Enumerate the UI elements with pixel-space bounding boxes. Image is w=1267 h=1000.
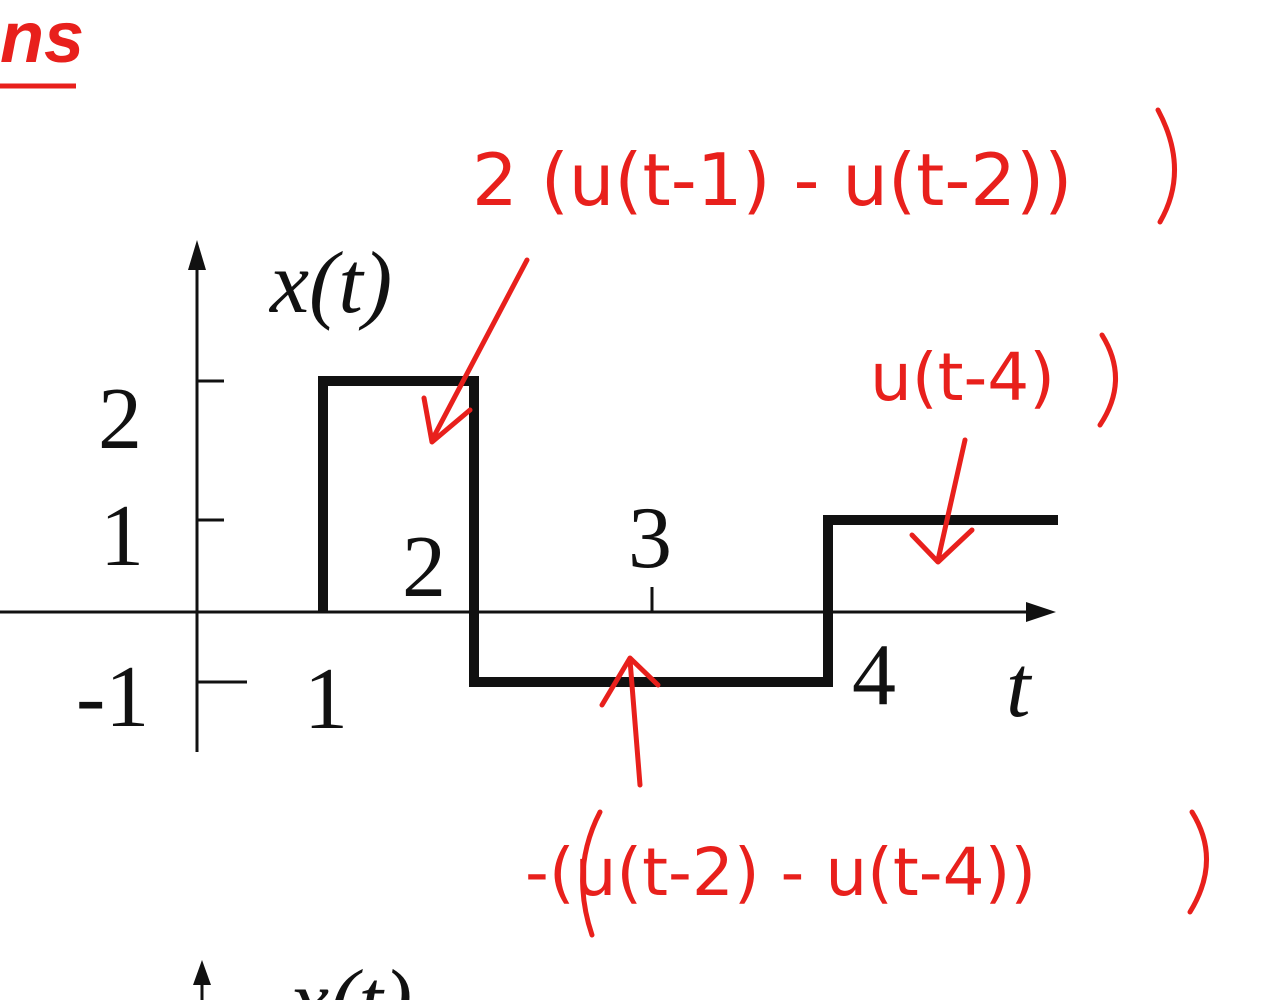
heading-fragment: ns	[0, 0, 84, 78]
y-axis-arrowhead	[188, 240, 206, 270]
second-chart-y-label: x(t)	[288, 953, 412, 1000]
x-tick-label-4: 4	[852, 627, 896, 724]
annotation-top-bracket	[1155, 107, 1177, 225]
signal-step-line	[318, 376, 1058, 687]
annotation-bottom: -(u(t-2) - u(t-4))	[525, 834, 1036, 911]
annotation-bottom-open-paren	[580, 809, 603, 938]
y-tick-label-1: 1	[100, 488, 144, 585]
annotation-bottom-bracket	[1187, 809, 1209, 915]
annotation-bottom-pointer	[599, 655, 661, 788]
annotation-right: u(t-4)	[870, 339, 1055, 416]
x-axis-arrowhead	[1026, 602, 1056, 622]
annotation-right-pointer	[909, 437, 975, 565]
x-tick-label-2: 2	[402, 519, 446, 616]
annotation-group	[421, 107, 1209, 938]
annotation-top-pointer	[421, 257, 530, 445]
annotation-top: 2 (u(t-1) - u(t-2))	[472, 138, 1072, 222]
x-tick-label-1: 1	[304, 651, 348, 748]
second-chart-y-arrowhead	[193, 960, 211, 985]
y-tick-label-neg1: -1	[76, 649, 149, 746]
annotation-right-bracket	[1097, 332, 1118, 428]
x-tick-label-3: 3	[628, 490, 672, 587]
y-tick-label-2: 2	[98, 371, 142, 468]
x-axis-label: t	[1006, 639, 1033, 736]
y-axis-label: x(t)	[268, 235, 392, 332]
